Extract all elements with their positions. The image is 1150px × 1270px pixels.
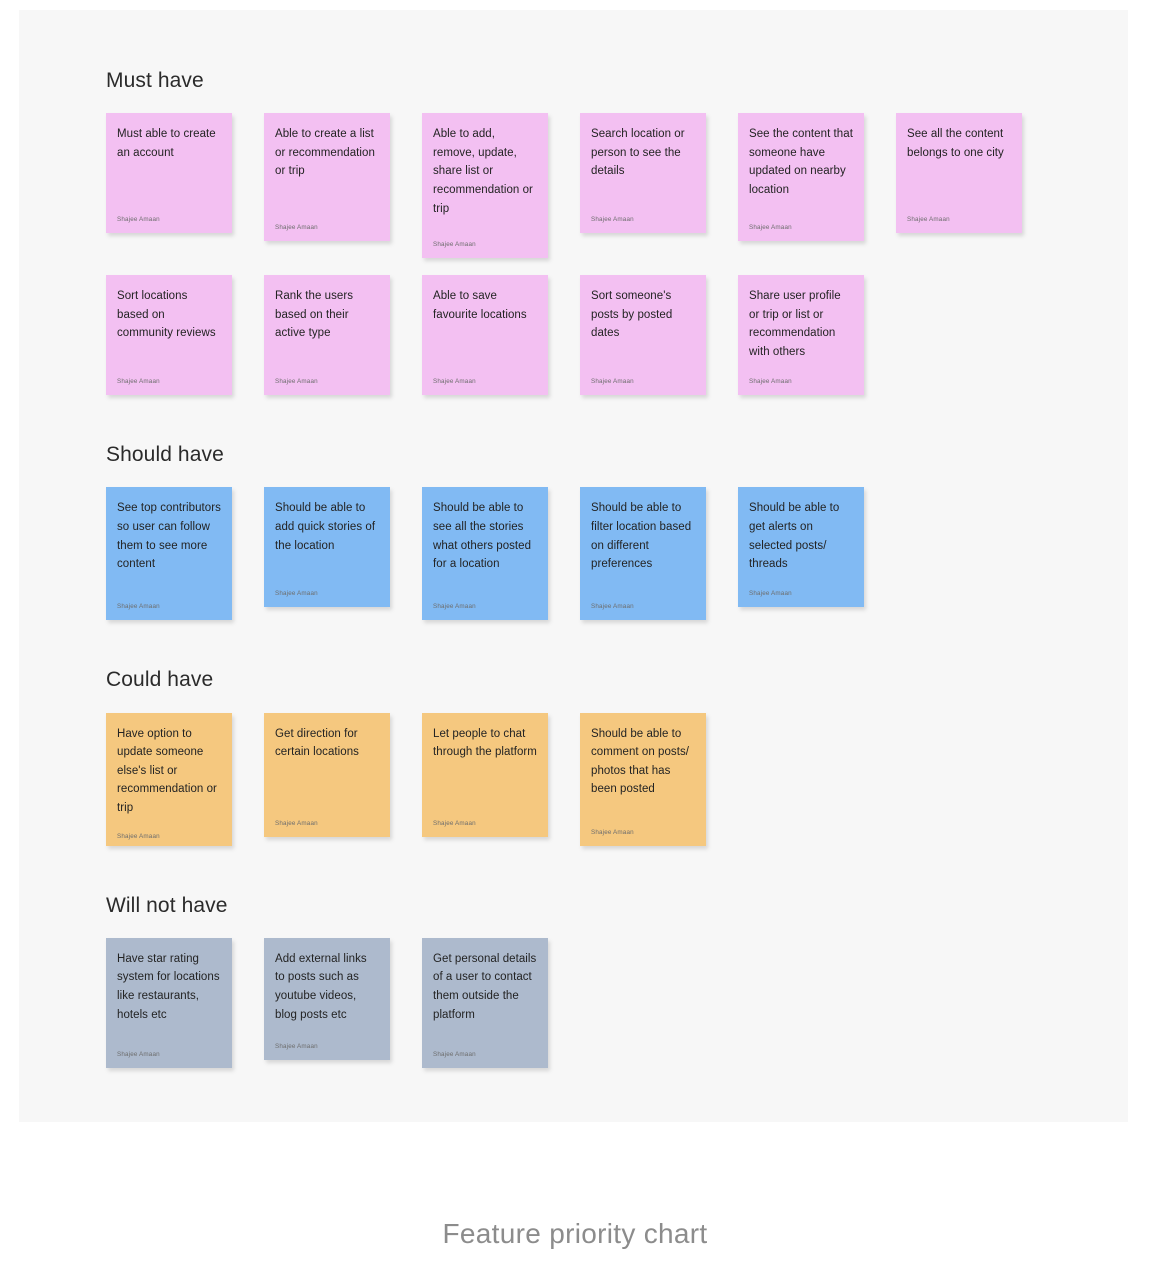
sticky-note-card[interactable]: Search location or person to see the det… <box>580 113 706 234</box>
section-title: Must have <box>106 69 204 92</box>
card-author: Shajee Amaan <box>907 216 950 224</box>
card-author: Shajee Amaan <box>591 378 634 386</box>
card-author: Shajee Amaan <box>275 224 318 232</box>
card-grid: See top contributors so user can follow … <box>106 487 1066 637</box>
card-text: Should be able to see all the stories wh… <box>433 502 532 571</box>
card-text: Get personal details of a user to contac… <box>433 952 537 1021</box>
sticky-note-card[interactable]: Should be able to comment on posts/ phot… <box>580 712 706 846</box>
card-author: Shajee Amaan <box>275 1042 318 1050</box>
card-text: Should be able to get alerts on selected… <box>749 502 840 571</box>
card-text: Sort someone's posts by posted dates <box>591 290 673 340</box>
card-author: Shajee Amaan <box>591 603 634 611</box>
sticky-note-card[interactable]: Have option to update someone else's lis… <box>106 712 232 846</box>
card-author: Shajee Amaan <box>275 819 318 827</box>
section-spacer <box>106 637 1066 667</box>
card-text: Add external links to posts such as yout… <box>275 952 367 1021</box>
figure-caption: Feature priority chart <box>442 1218 708 1249</box>
card-text: Search location or person to see the det… <box>591 128 685 178</box>
card-text: Sort locations based on community review… <box>117 290 216 340</box>
sticky-note-card[interactable]: Should be able to get alerts on selected… <box>738 487 864 608</box>
card-author: Shajee Amaan <box>433 1050 476 1058</box>
card-text: Let people to chat through the platform <box>433 727 537 759</box>
card-text: Have star rating system for locations li… <box>117 952 220 1021</box>
card-text: See the content that someone have update… <box>749 128 853 196</box>
card-author: Shajee Amaan <box>117 832 160 840</box>
card-author: Shajee Amaan <box>749 590 792 598</box>
card-author: Shajee Amaan <box>749 224 792 232</box>
card-text: Should be able to add quick stories of t… <box>275 502 376 552</box>
card-text: Able to add, remove, update, share list … <box>433 128 533 215</box>
sticky-note-card[interactable]: Able to create a list or recommendation … <box>264 113 390 242</box>
card-author: Shajee Amaan <box>433 378 476 386</box>
card-author: Shajee Amaan <box>433 603 476 611</box>
card-author: Shajee Amaan <box>275 590 318 598</box>
sticky-note-card[interactable]: Should be able to filter location based … <box>580 487 706 621</box>
card-text: See all the content belongs to one city <box>907 128 1004 159</box>
card-author: Shajee Amaan <box>591 828 634 836</box>
section-title: Could have <box>106 668 214 692</box>
card-text: See top contributors so user can follow … <box>117 502 221 571</box>
sticky-note-card[interactable]: See top contributors so user can follow … <box>106 487 232 621</box>
sticky-note-card[interactable]: Get personal details of a user to contac… <box>422 937 548 1068</box>
card-text: Should be able to comment on posts/ phot… <box>591 727 690 796</box>
section-spacer <box>106 863 1066 893</box>
sticky-note-card[interactable]: Add external links to posts such as yout… <box>264 937 390 1060</box>
card-author: Shajee Amaan <box>117 378 160 386</box>
sticky-note-card[interactable]: Should be able to see all the stories wh… <box>422 487 548 621</box>
card-text: Should be able to filter location based … <box>591 502 692 571</box>
card-text: Have option to update someone else's lis… <box>117 727 217 814</box>
card-text: Able to save favourite locations <box>433 290 527 321</box>
section-title: Will not have <box>106 893 228 917</box>
card-grid: Have option to update someone else's lis… <box>106 712 1066 863</box>
card-author: Shajee Amaan <box>749 378 792 386</box>
card-author: Shajee Amaan <box>433 819 476 827</box>
card-text: Must able to create an account <box>117 128 216 159</box>
card-text: Get direction for certain locations <box>275 727 359 759</box>
section-spacer <box>106 412 1066 442</box>
sticky-note-card[interactable]: Share user profile or trip or list or re… <box>738 275 864 396</box>
card-text: Able to create a list or recommendation … <box>275 128 375 178</box>
card-author: Shajee Amaan <box>433 241 476 249</box>
sticky-note-card[interactable]: Sort locations based on community review… <box>106 275 232 396</box>
sticky-note-card[interactable]: Able to add, remove, update, share list … <box>422 113 548 259</box>
sticky-note-card[interactable]: Have star rating system for locations li… <box>106 937 232 1068</box>
sticky-note-card[interactable]: Should be able to add quick stories of t… <box>264 487 390 608</box>
card-text: Rank the users based on their active typ… <box>275 290 354 340</box>
card-grid: Have star rating system for locations li… <box>106 937 1066 1085</box>
section-title: Should have <box>106 443 224 467</box>
sticky-note-card[interactable]: Rank the users based on their active typ… <box>264 275 390 396</box>
card-author: Shajee Amaan <box>591 216 634 224</box>
card-author: Shajee Amaan <box>117 216 160 224</box>
card-author: Shajee Amaan <box>117 603 160 611</box>
card-author: Shajee Amaan <box>275 378 318 386</box>
card-author: Shajee Amaan <box>117 1050 160 1058</box>
card-text: Share user profile or trip or list or re… <box>749 290 841 358</box>
sticky-note-card[interactable]: See the content that someone have update… <box>738 113 864 242</box>
